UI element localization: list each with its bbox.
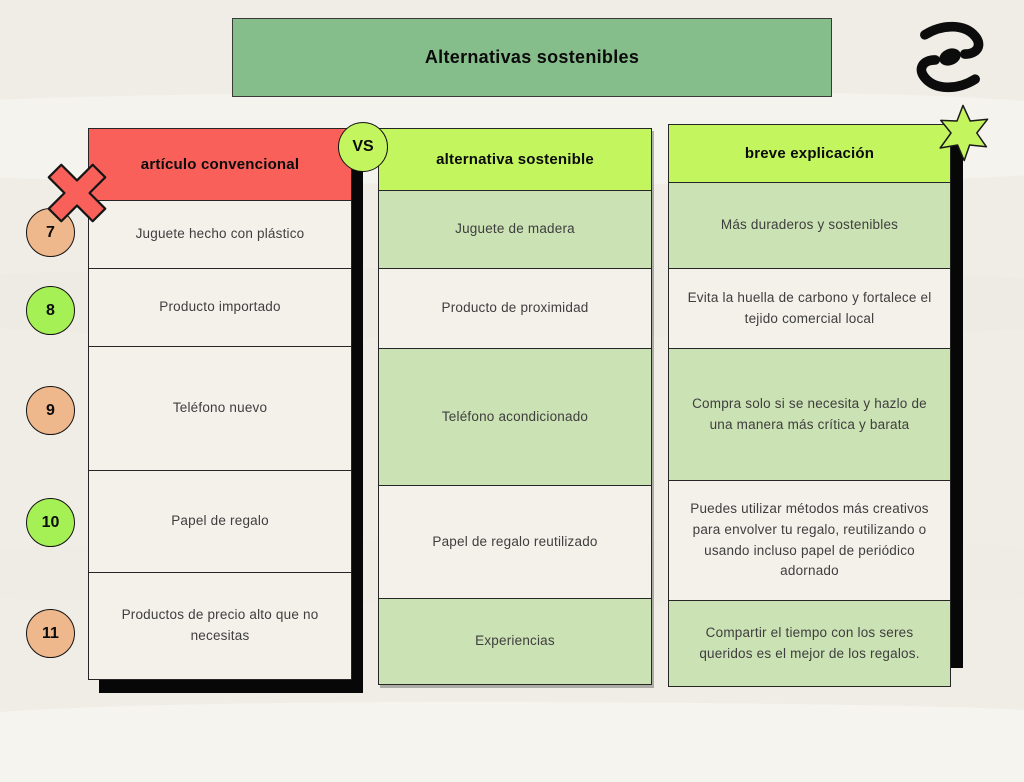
column-explanation: breve explicación Más duraderos y sosten… — [668, 124, 951, 687]
column-header-conventional: artículo convencional — [89, 129, 351, 201]
cell-explanation-row8: Evita la huella de carbono y fortalece e… — [669, 269, 950, 349]
cell-explanation-row7: Más duraderos y sostenibles — [669, 183, 950, 269]
column-sustainable: alternativa sostenible Juguete de madera… — [378, 128, 652, 685]
cell-explanation-row9: Compra solo si se necesita y hazlo de un… — [669, 349, 950, 481]
row-number-badge-10: 10 — [26, 498, 75, 547]
row-number-badge-11: 11 — [26, 609, 75, 658]
cell-conventional-row10: Papel de regalo — [89, 471, 351, 573]
cell-sustainable-row9: Teléfono acondicionado — [379, 349, 651, 486]
page-title: Alternativas sostenibles — [424, 47, 640, 67]
red-cross-icon — [47, 163, 107, 223]
column-header-explanation: breve explicación — [669, 125, 950, 183]
column-conventional: artículo convencional Juguete hecho con … — [88, 128, 352, 680]
vs-badge: VS — [338, 122, 388, 172]
page-title-banner: Alternativas sostenibles — [232, 18, 832, 97]
cell-sustainable-row7: Juguete de madera — [379, 191, 651, 269]
cell-explanation-row10: Puedes utilizar métodos más creativos pa… — [669, 481, 950, 601]
column-explanation-shadow — [951, 137, 963, 668]
cell-conventional-row7: Juguete hecho con plástico — [89, 201, 351, 269]
cell-conventional-row9: Teléfono nuevo — [89, 347, 351, 471]
background-wave-band — [0, 702, 1024, 782]
cell-sustainable-row10: Papel de regalo reutilizado — [379, 486, 651, 599]
cell-sustainable-row8: Producto de proximidad — [379, 269, 651, 349]
cell-conventional-row8: Producto importado — [89, 269, 351, 347]
spiral-brand-logo-icon — [916, 21, 984, 93]
cell-sustainable-row11: Experiencias — [379, 599, 651, 684]
row-number-badge-9: 9 — [26, 386, 75, 435]
cell-conventional-row11: Productos de precio alto que no necesita… — [89, 573, 351, 679]
green-star-icon — [939, 104, 989, 162]
column-header-sustainable: alternativa sostenible — [379, 129, 651, 191]
row-number-badge-8: 8 — [26, 286, 75, 335]
cell-explanation-row11: Compartir el tiempo con los seres querid… — [669, 601, 950, 686]
